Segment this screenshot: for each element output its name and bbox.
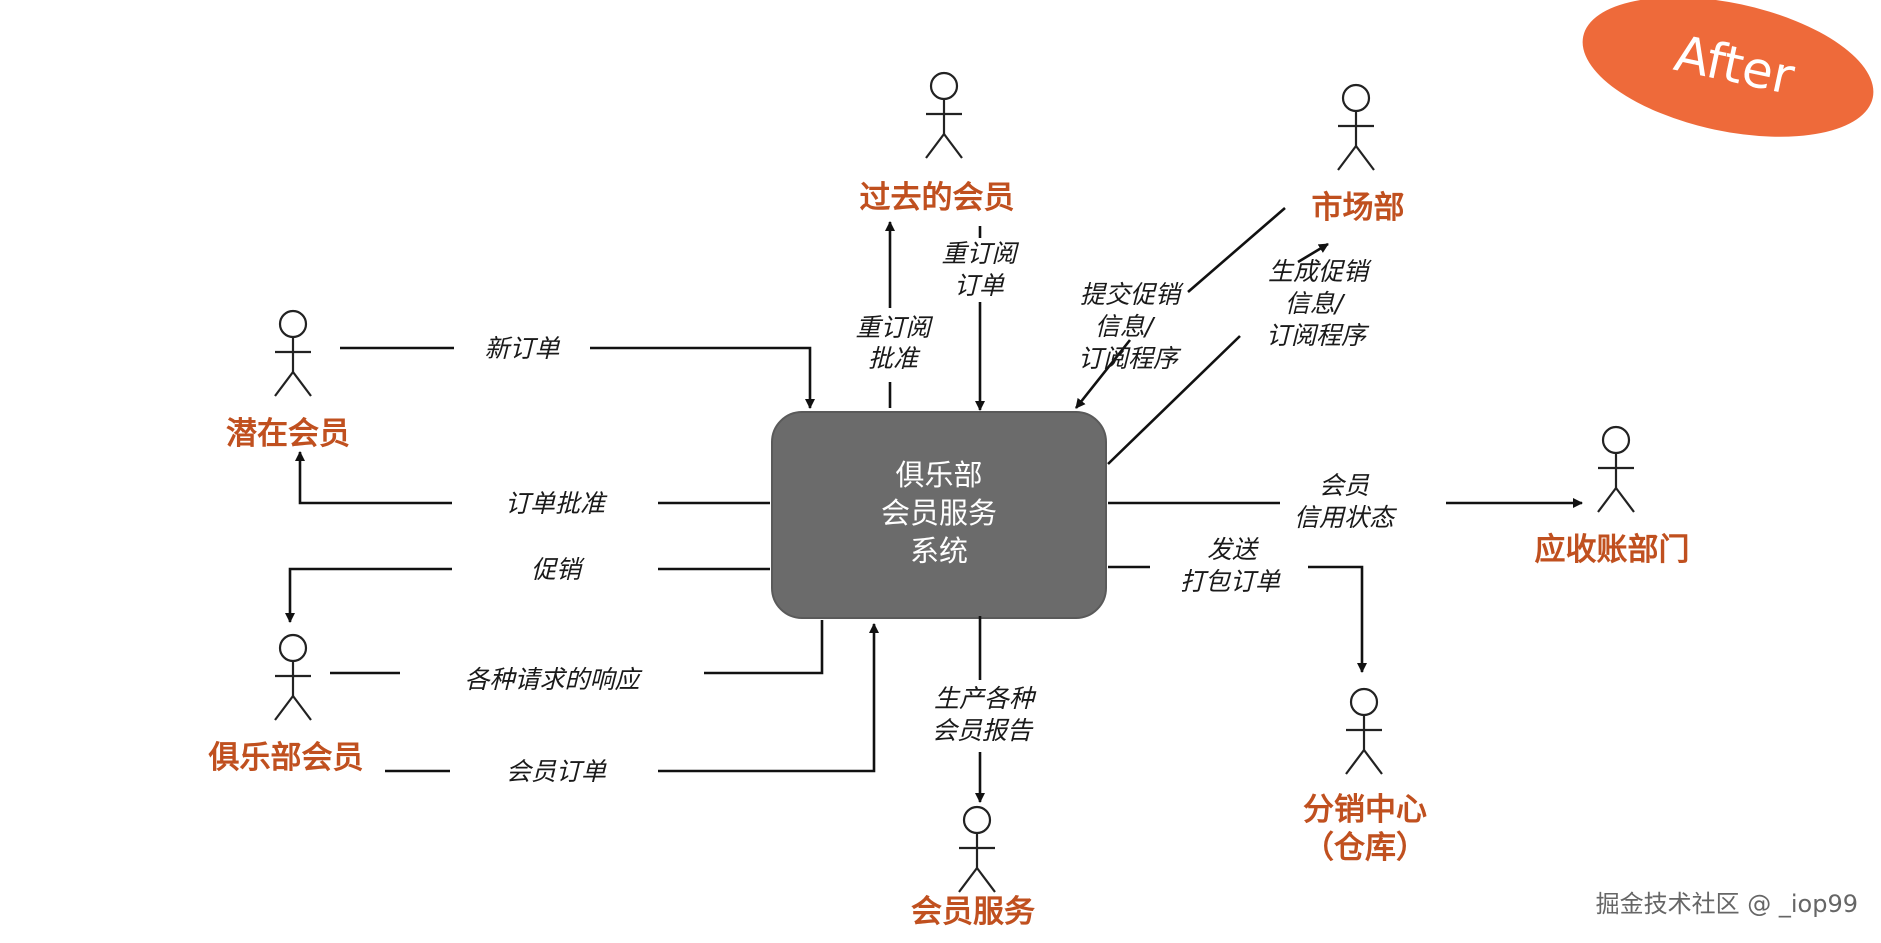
actor-past-member-icon: [925, 71, 963, 159]
flow-resubscribe-approval-label-1: 重订阅: [855, 313, 933, 342]
flow-member-order: [385, 623, 879, 773]
actor-distribution-center-label-line2: （仓库）: [1303, 830, 1427, 866]
flow-new-order: [340, 346, 815, 409]
flow-submit-promo-label-1: 提交促销: [1080, 280, 1184, 309]
flow-member-credit-label-2: 信用状态: [1294, 503, 1398, 532]
actor-past-member-label: 过去的会员: [860, 180, 1015, 216]
flow-send-pack-order-label-2: 打包订单: [1180, 567, 1281, 596]
actor-club-member-label: 俱乐部会员: [208, 740, 364, 776]
flow-resubscribe-approval-label-2: 批准: [868, 344, 921, 373]
flow-order-approval: [295, 451, 770, 505]
flow-generate-promo-label-1: 生成促销: [1268, 257, 1372, 286]
actor-potential-member-label: 潜在会员: [226, 416, 350, 452]
flow-new-order-label: 新订单: [484, 334, 560, 363]
flow-member-reports-label-2: 会员报告: [932, 716, 1034, 745]
flow-generate-promo-label-3: 订阅程序: [1266, 321, 1370, 350]
actor-distribution-center-label-line1: 分销中心: [1303, 792, 1427, 828]
watermark-text: 掘金技术社区 @ _iop99: [1596, 890, 1858, 918]
system-label-line3: 系统: [910, 534, 968, 568]
flow-order-approval-label: 订单批准: [505, 489, 608, 518]
actor-marketing-icon: [1337, 83, 1375, 171]
flow-submit-promo-label-2: 信息/: [1095, 312, 1156, 341]
flow-send-pack-order: [1108, 565, 1367, 673]
flow-member-order-label: 会员订单: [506, 757, 607, 786]
flow-member-credit-label-1: 会员: [1319, 471, 1370, 500]
flow-promotion-label: 促销: [531, 555, 585, 584]
flow-request-responses-label: 各种请求的响应: [464, 665, 642, 694]
flow-submit-promo: [1074, 207, 1286, 409]
flow-generate-promo-label-2: 信息/: [1285, 289, 1346, 318]
actor-accounts-receivable-label: 应收账部门: [1535, 532, 1690, 568]
flow-submit-promo-label-3: 订阅程序: [1078, 344, 1182, 373]
actor-club-member-icon: [274, 633, 312, 721]
flow-promotion: [285, 567, 770, 623]
flow-resubscribe-order-label-2: 订单: [954, 271, 1005, 300]
flow-member-reports-label-1: 生产各种: [934, 684, 1037, 713]
actor-potential-member-icon: [274, 309, 312, 397]
actor-marketing-label: 市场部: [1312, 190, 1405, 226]
after-badge: After: [1582, 0, 1874, 137]
actor-member-services-label: 会员服务: [911, 894, 1035, 930]
flow-generate-promo: [1107, 242, 1329, 465]
actor-member-services-icon: [958, 805, 996, 893]
flow-send-pack-order-label-1: 发送: [1207, 535, 1259, 564]
actor-accounts-receivable-icon: [1597, 425, 1635, 513]
flow-request-responses: [330, 620, 824, 675]
system-label-line1: 俱乐部: [895, 458, 982, 492]
system-label-line2: 会员服务: [881, 496, 997, 530]
actor-distribution-center-icon: [1345, 687, 1383, 775]
flow-resubscribe-order-label-1: 重订阅: [941, 239, 1019, 268]
system-box: 俱乐部 会员服务 系统: [771, 411, 1107, 619]
